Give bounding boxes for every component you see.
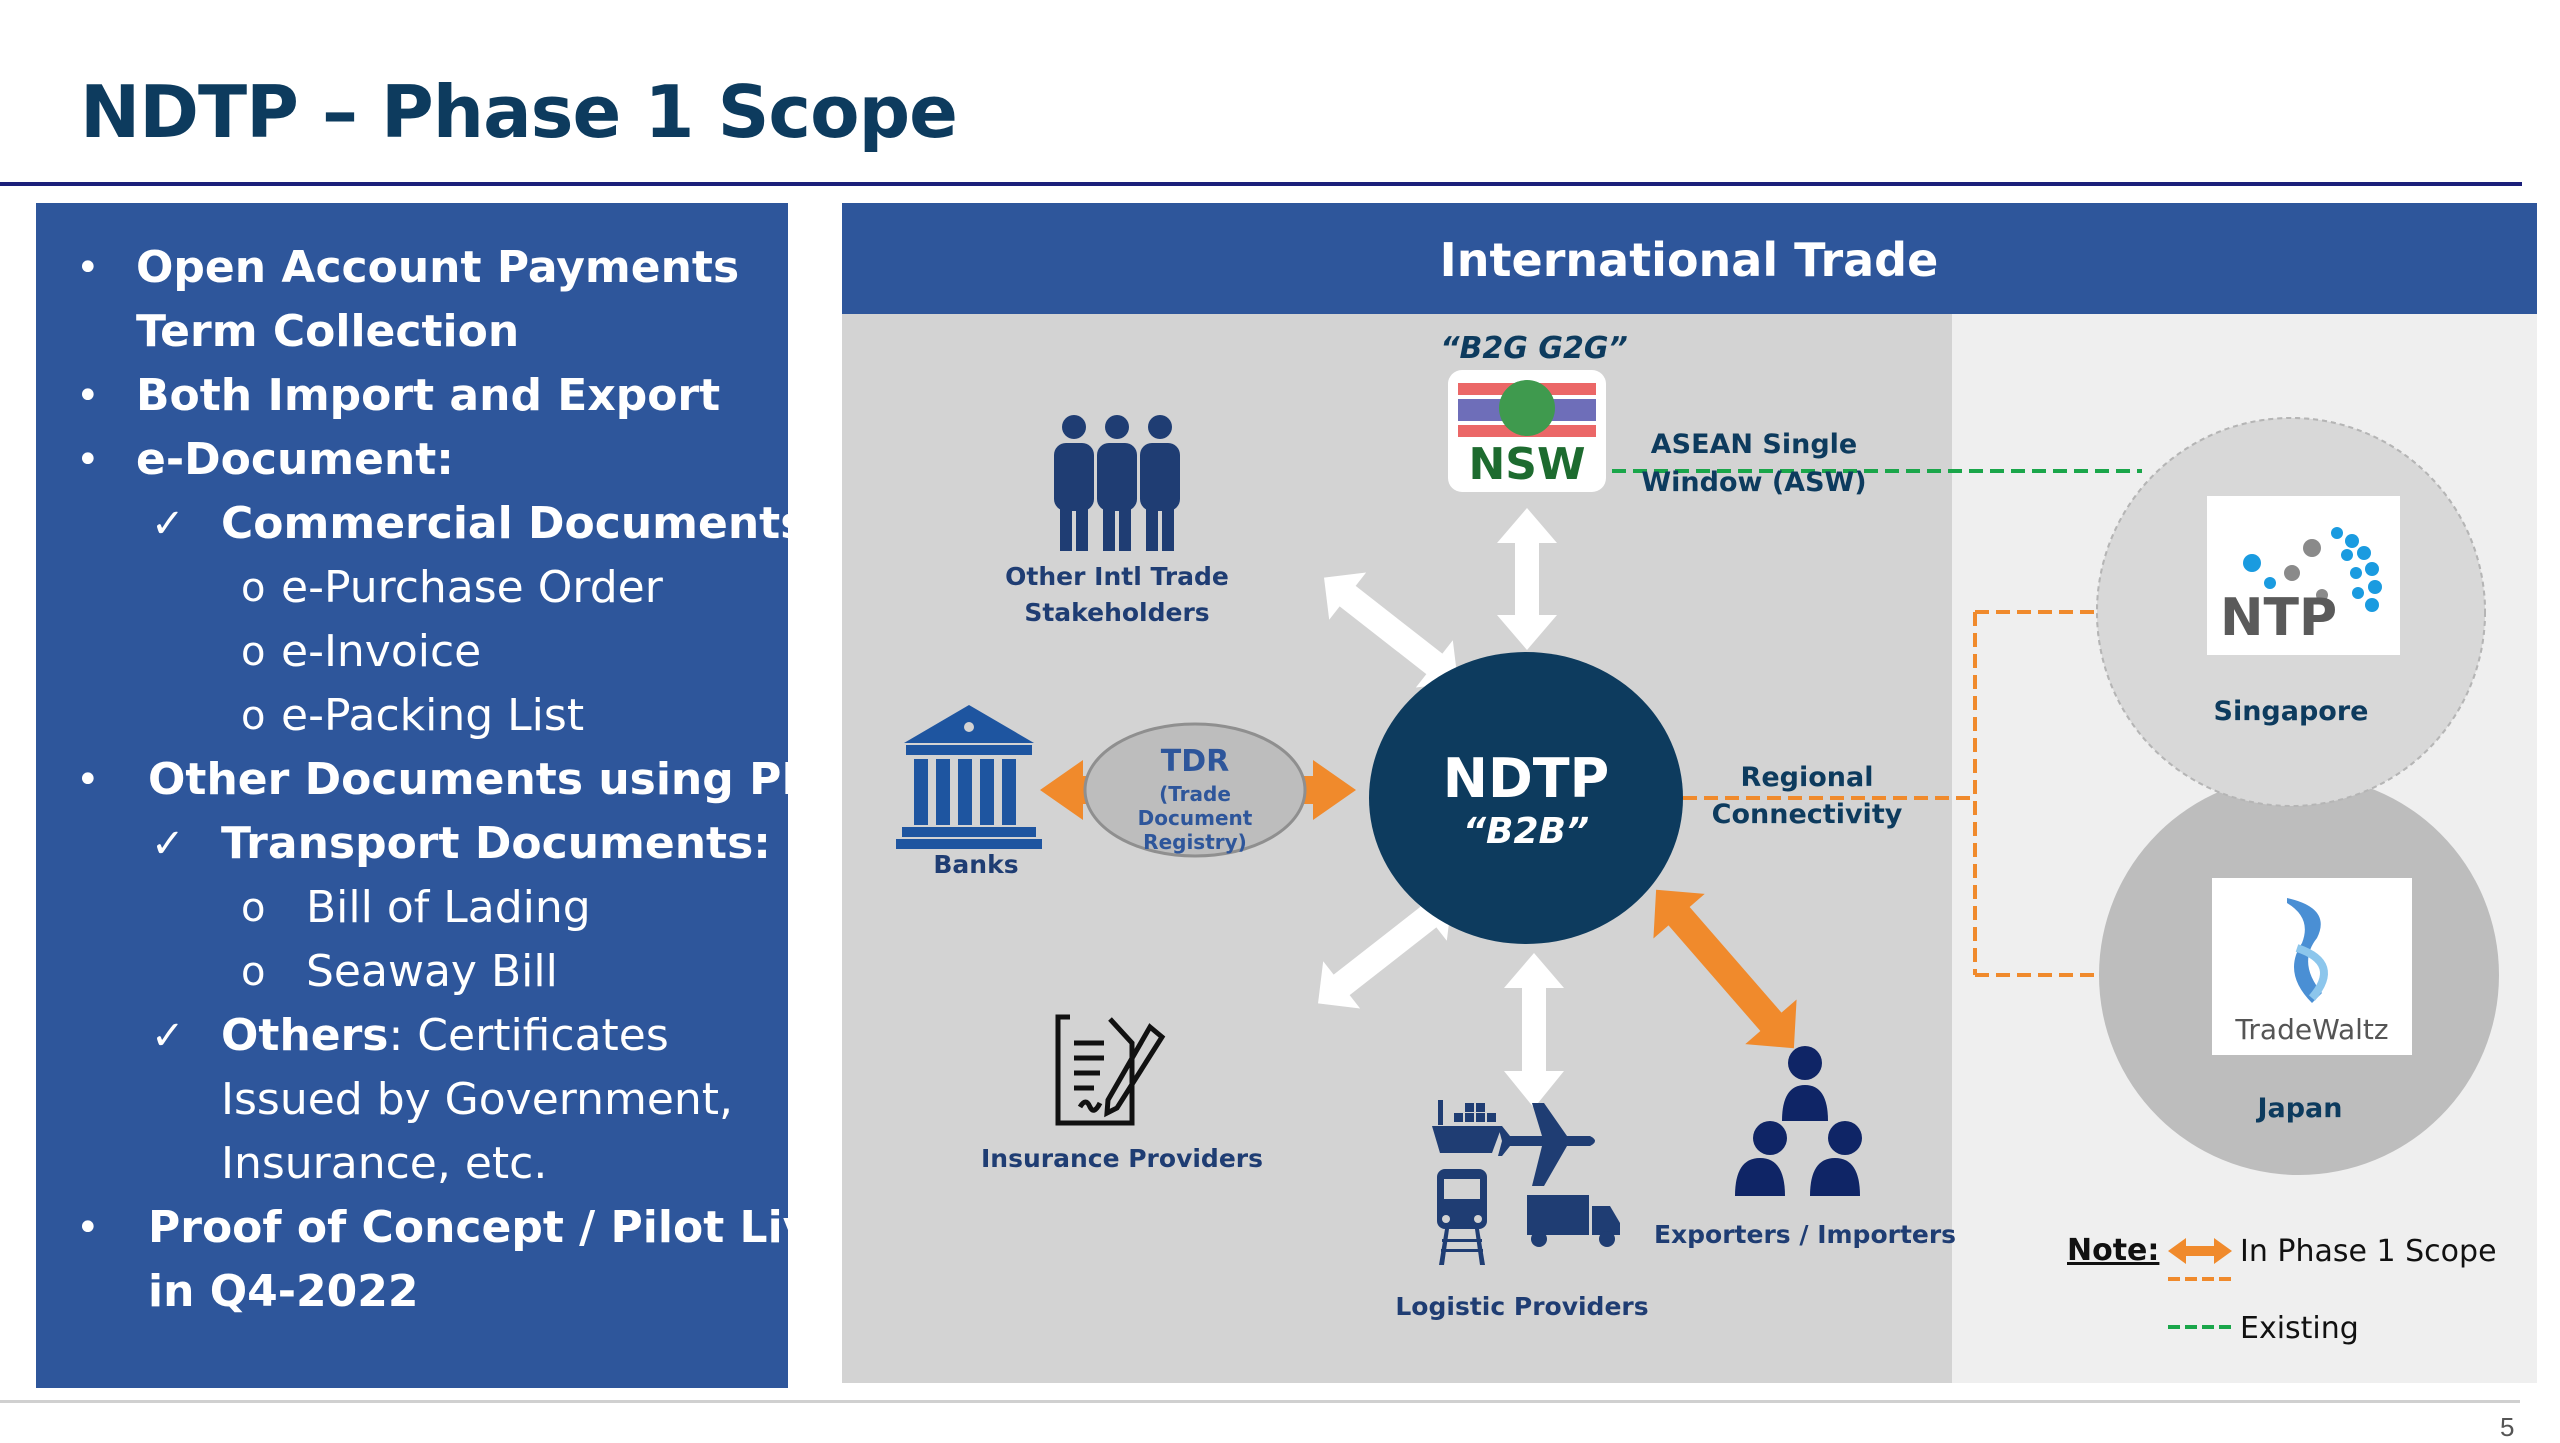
- slide-title: NDTP – Phase 1 Scope: [80, 70, 958, 154]
- tdr-line2: Document: [1138, 806, 1253, 830]
- legend-title: Note:: [2067, 1233, 2159, 1268]
- white-links: [1318, 508, 1564, 1108]
- banks-label: Banks: [933, 850, 1018, 879]
- scope-list-item-bold: Others: [221, 1010, 389, 1061]
- scope-list-item: Seaway Bill: [306, 946, 558, 997]
- insurance-link-arrow: [1318, 893, 1452, 1009]
- hollow-bullet-icon: o: [241, 885, 266, 931]
- checkmark-icon: ✓: [151, 1013, 185, 1059]
- scope-list-item: e-Document:: [136, 434, 454, 485]
- other-intl-link-arrow: [1324, 572, 1458, 688]
- bullet-icon: •: [76, 245, 100, 291]
- truck-icon: [1527, 1195, 1620, 1247]
- scope-list-item: Insurance, etc.: [221, 1138, 548, 1189]
- hollow-bullet-icon: o: [241, 693, 266, 739]
- ndtp-subtitle: “B2B”: [1463, 811, 1589, 852]
- regional-label-line2: Connectivity: [1712, 799, 1903, 830]
- japan-label: Japan: [2255, 1093, 2342, 1124]
- other-intl-label-line1: Other Intl Trade: [1005, 562, 1229, 591]
- bank-icon: [896, 705, 1042, 849]
- page-number: 5: [2500, 1412, 2515, 1442]
- scope-list-item: Proof of Concept / Pilot Live: [148, 1202, 842, 1253]
- title-divider: [0, 182, 2522, 186]
- scope-list-item: Open Account Payments: [136, 242, 740, 293]
- tradewaltz-logo-text: TradeWaltz: [2234, 1013, 2388, 1046]
- legend-phase1-label: In Phase 1 Scope: [2240, 1234, 2497, 1269]
- nsw-link-arrow: [1497, 508, 1557, 650]
- tdr-ellipse: [1083, 722, 1307, 858]
- bullet-icon: •: [76, 1205, 100, 1251]
- bullet-icon: •: [76, 373, 100, 419]
- tradewaltz-logo: TradeWaltz: [2212, 878, 2412, 1055]
- hollow-bullet-icon: o: [241, 565, 266, 611]
- train-icon: [1437, 1169, 1487, 1265]
- airplane-icon: [1498, 1103, 1595, 1186]
- scope-list-item-rest: : Certificates: [388, 1010, 669, 1061]
- asw-label-line1: ASEAN Single: [1651, 429, 1858, 460]
- scope-list-item: Other Documents using PDF: [148, 754, 848, 805]
- scope-list-item: Others: Certificates: [221, 1004, 669, 1068]
- scope-list-item: Term Collection: [136, 306, 520, 357]
- legend: Note: In Phase 1 Scope Existing: [2067, 1233, 2497, 1346]
- transport-modes-icon: [1432, 1100, 1620, 1265]
- singapore-label: Singapore: [2214, 696, 2369, 727]
- logistic-link-arrow: [1504, 953, 1564, 1108]
- bullet-icon: •: [76, 437, 100, 483]
- scope-list-item: in Q4-2022: [148, 1266, 419, 1317]
- ndtp-title: NDTP: [1443, 747, 1609, 810]
- scope-list-item: Transport Documents:: [221, 818, 771, 869]
- ship-icon: [1432, 1100, 1502, 1153]
- international-trade-diagram: International Trade NTP Singapore TradeW…: [842, 203, 2537, 1383]
- ntp-logo-text: NTP: [2220, 588, 2337, 648]
- tdr-ndtp-arrow: [1292, 760, 1356, 820]
- scope-list-item: e-Packing List: [281, 690, 585, 741]
- regional-connectivity-link: [1683, 610, 2102, 977]
- exporters-link-arrow: [1653, 889, 1797, 1049]
- tdr-title: TDR: [1161, 744, 1229, 779]
- hollow-bullet-icon: o: [241, 629, 266, 675]
- nsw-logo-icon: NSW: [1448, 370, 1606, 492]
- scope-list-item: e-Invoice: [281, 626, 482, 677]
- people-group-icon: [1054, 415, 1180, 551]
- asw-label-line2: Window (ASW): [1641, 467, 1866, 498]
- diagram-header-title: International Trade: [1440, 233, 1939, 287]
- scope-list-item: Commercial Documents:: [221, 498, 825, 549]
- ntp-logo: NTP: [2207, 496, 2400, 655]
- scope-list-item: Issued by Government,: [221, 1074, 734, 1125]
- org-hierarchy-icon: [1735, 1046, 1862, 1196]
- legend-existing-label: Existing: [2240, 1311, 2359, 1346]
- checkmark-icon: ✓: [151, 501, 185, 547]
- regional-label-line1: Regional: [1741, 762, 1874, 793]
- nsw-logo-text: NSW: [1468, 439, 1585, 490]
- banks-tdr-arrow: [1040, 760, 1104, 820]
- ndtp-circle: [1369, 652, 1683, 944]
- checkmark-icon: ✓: [151, 821, 185, 867]
- footer-divider: [0, 1400, 2520, 1403]
- scope-list-item: Bill of Lading: [306, 882, 591, 933]
- other-intl-label-line2: Stakeholders: [1024, 598, 1209, 627]
- scope-list-item: Both Import and Export: [136, 370, 721, 421]
- diagram-header-bar: [842, 203, 2537, 314]
- tdr-line3: Registry): [1143, 830, 1247, 854]
- legend-orange-arrow-icon: [2168, 1238, 2232, 1264]
- scope-list-item: e-Purchase Order: [281, 562, 663, 613]
- exporters-label: Exporters / Importers: [1654, 1220, 1956, 1249]
- insurance-label: Insurance Providers: [981, 1144, 1263, 1173]
- logistic-label: Logistic Providers: [1395, 1292, 1648, 1321]
- hollow-bullet-icon: o: [241, 949, 266, 995]
- document-signature-icon: [1055, 1014, 1166, 1126]
- tdr-line1: (Trade: [1159, 782, 1231, 806]
- bullet-icon: •: [76, 757, 100, 803]
- b2g-g2g-label: “B2G G2G”: [1440, 331, 1628, 366]
